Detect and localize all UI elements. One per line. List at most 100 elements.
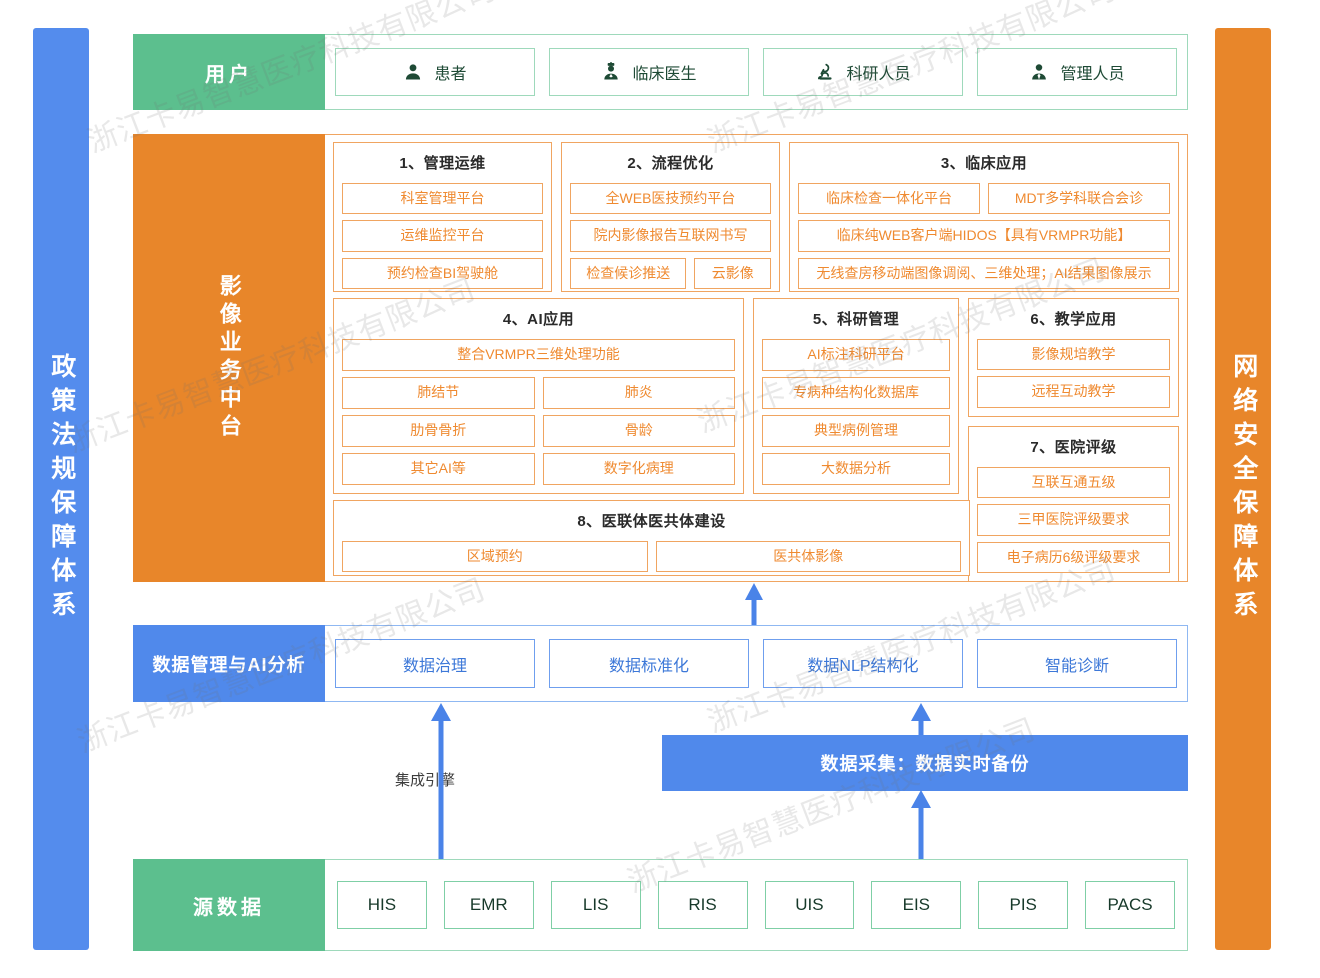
cell-hidos-web-client[interactable]: 临床纯WEB客户端HIDOS【具有VRMPR功能】 [798,220,1170,252]
group-ai-application: 4、AI应用 整合VRMPR三维处理功能 肺结节 肺炎 肋骨骨折 骨龄 其它AI… [333,298,744,494]
group-title: 3、临床应用 [940,155,1028,172]
cell-internal-report-writing[interactable]: 院内影像报告互联网书写 [570,220,771,252]
data-collection-box: 数据采集：数据实时备份 [662,735,1188,791]
cell-dept-management-platform[interactable]: 科室管理平台 [342,183,543,215]
cell-cloud-imaging[interactable]: 云影像 [694,257,771,290]
user-chip-label: 临床医生 [632,66,697,83]
group-process-pair-row: 检查候诊推送 云影像 [570,257,771,290]
source-chip-his[interactable]: HIS [337,881,427,929]
cell-clinical-integrated-platform[interactable]: 临床检查一体化平台 [798,183,980,215]
platform-row-3: 8、医联体医共体建设 区域预约 医共体影像 [333,500,1179,576]
source-chip-emr[interactable]: EMR [443,881,534,929]
data-chip-intelligent-diagnosis[interactable]: 智能诊断 [977,639,1177,688]
integration-engine-label: 集成引擎 [395,772,456,789]
integration-area: 集成引擎 数据采集：数据实时备份 [133,702,1188,859]
user-band-body: 患者 临床医生 [325,34,1188,110]
cell-regional-appointment[interactable]: 区域预约 [342,541,648,573]
cell-ops-monitoring-platform[interactable]: 运维监控平台 [342,220,543,252]
cell-mobile-ward-round-imaging[interactable]: 无线查房移动端图像调阅、三维处理；AI结果图像展示 [798,257,1170,290]
source-chip-pis[interactable]: PIS [978,881,1069,929]
cell-other-ai[interactable]: 其它AI等 [342,453,535,485]
group-title: 7、医院评级 [1030,438,1117,456]
patient-icon [403,62,423,82]
data-management-label: 数据管理与AI分析 [133,625,325,702]
cell-lung-nodule[interactable]: 肺结节 [342,377,535,409]
user-chip-label: 患者 [434,66,467,83]
cell-ai-annotation-platform[interactable]: AI标注科研平台 [762,339,950,371]
user-chip-label: 管理人员 [1060,66,1125,83]
source-chip-ris[interactable]: RIS [657,881,748,929]
imaging-platform-label-text: 影像业务中台 [216,274,242,442]
source-data-body: HIS EMR LIS RIS UIS EIS PIS PACS [325,859,1188,951]
source-chip-lis[interactable]: LIS [550,881,641,929]
cell-emr-level6-requirement[interactable]: 电子病历6级评级要求 [977,541,1170,573]
cell-interconnection-level5[interactable]: 互联互通五级 [977,466,1170,499]
imaging-platform-body: 1、管理运维 科室管理平台 运维监控平台 预约检查BI驾驶舱 2、流程优化 全W… [325,134,1188,582]
data-management-band: 数据管理与AI分析 数据治理 数据标准化 数据NLP结构化 智能诊断 [133,625,1188,702]
cell-exam-bi-cockpit[interactable]: 预约检查BI驾驶舱 [342,257,543,290]
cell-web-appointment-platform[interactable]: 全WEB医技预约平台 [570,183,771,215]
group-management-ops: 1、管理运维 科室管理平台 运维监控平台 预约检查BI驾驶舱 [333,142,552,292]
policy-regulation-pillar-label: 政策法规保障体系 [47,353,76,625]
consortium-pair-row: 区域预约 医共体影像 [342,541,961,573]
user-chip-patient[interactable]: 患者 [335,48,535,96]
cell-disease-structured-db[interactable]: 专病种结构化数据库 [762,377,950,409]
ai-pair-row-1: 肺结节 肺炎 [342,377,735,409]
network-security-pillar: 网络安全保障体系 [1215,28,1271,950]
network-security-pillar-label: 网络安全保障体系 [1229,353,1258,625]
data-chip-nlp-structuring[interactable]: 数据NLP结构化 [763,639,963,688]
platform-row-1: 1、管理运维 科室管理平台 运维监控平台 预约检查BI驾驶舱 2、流程优化 全W… [333,142,1179,292]
cell-exam-waiting-push[interactable]: 检查候诊推送 [570,257,687,290]
user-band-label: 用户 [133,34,325,110]
source-data-label: 源数据 [133,859,325,951]
source-data-band: 源数据 HIS EMR LIS RIS UIS EIS PIS PACS [133,859,1188,951]
cell-consortium-imaging[interactable]: 医共体影像 [655,541,961,573]
source-chip-eis[interactable]: EIS [871,881,962,929]
arrow-data-to-platform [745,583,763,625]
cell-big-data-analysis[interactable]: 大数据分析 [762,453,950,485]
data-management-body: 数据治理 数据标准化 数据NLP结构化 智能诊断 [325,625,1188,702]
manager-icon [1029,62,1049,82]
group-research-management: 5、科研管理 AI标注科研平台 专病种结构化数据库 典型病例管理 大数据分析 [753,298,959,494]
user-chip-researcher[interactable]: 科研人员 [763,48,963,96]
user-chip-manager[interactable]: 管理人员 [977,48,1177,96]
cell-rib-fracture[interactable]: 肋骨骨折 [342,415,535,447]
platform-right-stack: 6、教学应用 影像规培教学 远程互动教学 7、医院评级 互联互通五级 三甲医院评… [968,298,1179,582]
cell-remote-interactive-teaching[interactable]: 远程互动教学 [977,376,1170,408]
cell-grade-a-hospital-requirement[interactable]: 三甲医院评级要求 [977,504,1170,536]
group-title: 8、医联体医共体建设 [577,513,726,530]
user-chip-clinician[interactable]: 临床医生 [549,48,749,96]
group-title: 6、教学应用 [1030,311,1117,328]
ai-pair-row-2: 肋骨骨折 骨龄 [342,415,735,447]
group-teaching-application: 6、教学应用 影像规培教学 远程互动教学 [968,298,1179,417]
cell-pneumonia[interactable]: 肺炎 [542,377,735,409]
user-band: 用户 患者 [133,34,1188,110]
group-title: 5、科研管理 [812,311,900,328]
cell-bone-age[interactable]: 骨龄 [542,415,735,447]
platform-row-2: 4、AI应用 整合VRMPR三维处理功能 肺结节 肺炎 肋骨骨折 骨龄 其它AI… [333,298,1179,582]
imaging-platform-band: 影像业务中台 1、管理运维 科室管理平台 运维监控平台 预约检查BI驾驶舱 2、… [133,134,1188,582]
data-chip-standardization[interactable]: 数据标准化 [549,639,749,688]
user-chip-label: 科研人员 [846,66,911,83]
imaging-platform-label: 影像业务中台 [133,134,325,582]
cell-mdt-consultation[interactable]: MDT多学科联合会诊 [988,183,1170,215]
cell-imaging-residency-training[interactable]: 影像规培教学 [977,339,1170,371]
group-clinical-application: 3、临床应用 临床检查一体化平台 MDT多学科联合会诊 临床纯WEB客户端HID… [789,142,1179,292]
group-hospital-rating: 7、医院评级 互联互通五级 三甲医院评级要求 电子病历6级评级要求 [968,425,1179,582]
microscope-icon [815,62,835,82]
policy-regulation-pillar: 政策法规保障体系 [33,28,89,950]
group-title: 2、流程优化 [627,155,714,172]
group-title: 4、AI应用 [502,311,575,328]
group-title: 1、管理运维 [399,155,486,172]
source-chip-pacs[interactable]: PACS [1085,881,1175,929]
cell-digital-pathology[interactable]: 数字化病理 [542,453,735,485]
group-clinical-pair-row: 临床检查一体化平台 MDT多学科联合会诊 [798,183,1170,215]
ai-pair-row-3: 其它AI等 数字化病理 [342,453,735,485]
cell-typical-case-management[interactable]: 典型病例管理 [762,415,950,447]
doctor-icon [601,62,621,82]
data-chip-governance[interactable]: 数据治理 [335,639,535,688]
source-chip-uis[interactable]: UIS [764,881,855,929]
group-process-optimization: 2、流程优化 全WEB医技预约平台 院内影像报告互联网书写 检查候诊推送 云影像 [561,142,780,292]
cell-vrmpr-3d-integration[interactable]: 整合VRMPR三维处理功能 [342,339,735,371]
